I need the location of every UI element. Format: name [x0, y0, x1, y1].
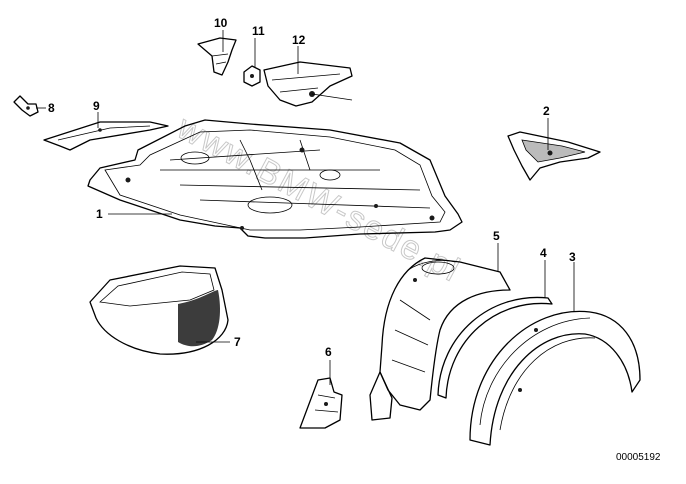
callout-10: 10 — [214, 16, 228, 30]
part-3-wheel-arch-outer — [469, 310, 641, 446]
watermark: www.BMW-sede.pl — [170, 108, 467, 290]
part-8-clip — [13, 95, 39, 117]
part-7-storage-tray — [89, 265, 229, 355]
callout-7: 7 — [234, 335, 241, 349]
callout-1: 1 — [96, 207, 103, 221]
callout-6: 6 — [325, 345, 332, 359]
callout-2: 2 — [543, 104, 550, 118]
callout-5: 5 — [493, 229, 500, 243]
callout-3: 3 — [569, 250, 576, 264]
document-number: 00005192 — [616, 452, 661, 463]
part-6-bracket — [299, 377, 343, 429]
part-5-wheel-housing-inner — [369, 257, 511, 421]
part-9-strip — [43, 121, 169, 151]
callout-12: 12 — [292, 33, 306, 47]
callout-4: 4 — [540, 246, 547, 260]
callout-11: 11 — [252, 24, 265, 38]
part-1-floor-panel — [87, 119, 463, 239]
part-11-fastener — [243, 65, 261, 87]
callout-9: 9 — [93, 99, 100, 113]
part-2-bracket — [507, 131, 601, 181]
part-12-bracket — [263, 61, 353, 107]
part-10-holder — [197, 37, 237, 76]
callout-8: 8 — [48, 101, 55, 115]
part-4-seal — [437, 296, 553, 399]
